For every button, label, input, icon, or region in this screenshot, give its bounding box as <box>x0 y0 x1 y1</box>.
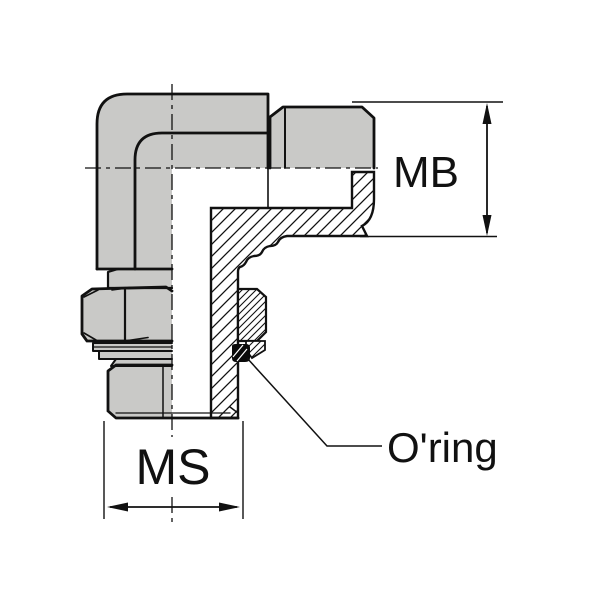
o-ring <box>232 344 250 362</box>
hex-nut-chamfers <box>83 286 149 342</box>
elbow-body <box>97 94 268 269</box>
oring-callout: O'ring <box>246 357 498 471</box>
centerlines <box>85 84 378 522</box>
body-section-hatch <box>209 170 376 420</box>
ms-label: MS <box>136 439 211 495</box>
oring-label: O'ring <box>387 424 498 471</box>
oring-leader-line <box>246 357 382 447</box>
locknut-section-hatch <box>236 287 268 343</box>
mb-dimension: MB <box>352 101 503 238</box>
elbow-outer-edge <box>95 92 270 271</box>
hex-nut-outline <box>80 285 174 343</box>
mb-label: MB <box>393 148 459 197</box>
ms-arrowhead-right-icon <box>219 502 240 512</box>
part-outlines <box>80 92 376 420</box>
mb-arrowhead-up-icon <box>482 103 492 124</box>
right-port-outline <box>268 105 376 170</box>
mb-extension-lines <box>352 101 503 238</box>
stud-right-chamfer <box>229 406 239 414</box>
ms-extension-lines <box>103 421 244 519</box>
ms-dimension: MS <box>103 421 244 519</box>
ms-arrowhead-left-icon <box>107 502 128 512</box>
mb-arrowhead-down-icon <box>482 215 492 236</box>
stud-outline <box>106 363 240 420</box>
washer-lower <box>99 351 172 359</box>
collar-band <box>108 269 172 288</box>
o-ring-highlight-lines <box>232 344 248 362</box>
threaded-stud <box>108 365 172 418</box>
section-hatched-parts <box>209 170 376 420</box>
elbow-inner-bend-edge <box>133 131 270 271</box>
o-ring-seal <box>232 344 250 362</box>
hex-locknut <box>82 287 172 341</box>
right-male-port <box>270 107 374 168</box>
